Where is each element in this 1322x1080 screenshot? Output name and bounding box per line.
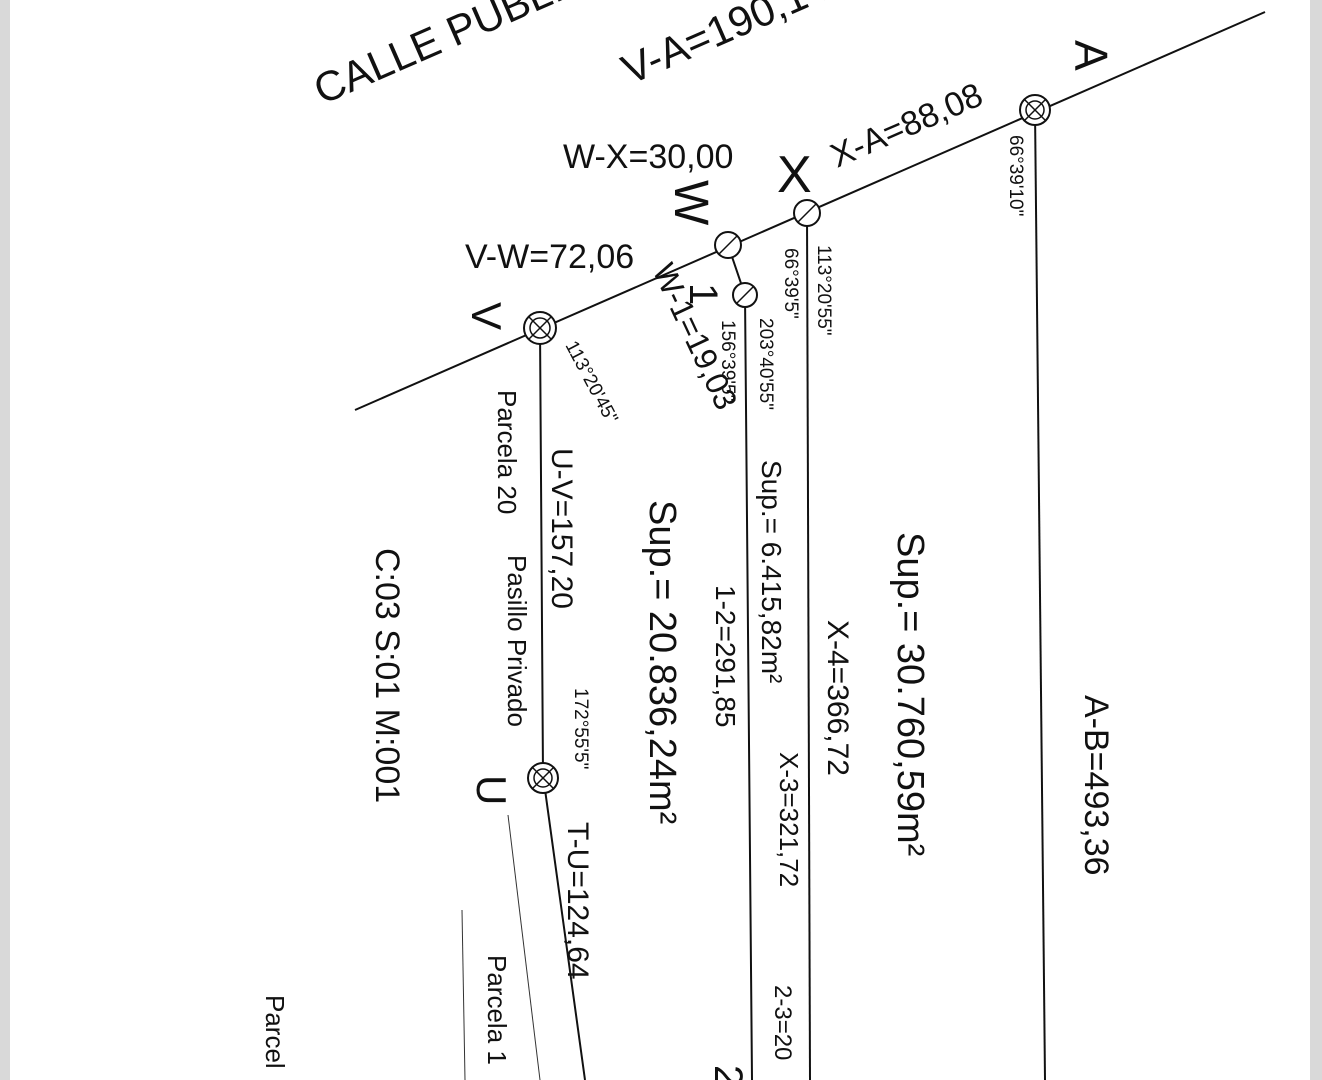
point-w-label: W bbox=[664, 180, 717, 226]
survey-plan: CALLE PUBLICA V-A=190,14 X-A=88,08 W-X=3… bbox=[260, 0, 1266, 1080]
point-2-label: 2 bbox=[706, 1065, 750, 1080]
distance-x-a: X-A=88,08 bbox=[825, 76, 988, 176]
street-name: CALLE PUBLICA bbox=[307, 0, 623, 113]
auxiliary-line bbox=[461, 909, 466, 1080]
parcel-edge-label: Parcel bbox=[260, 995, 290, 1069]
point-v-label: V bbox=[463, 302, 510, 330]
distance-u-v: U-V=157,20 bbox=[545, 448, 578, 609]
marker-u bbox=[527, 762, 559, 794]
boundary-x-4 bbox=[806, 212, 811, 1080]
distance-2-3: 2-3=20 bbox=[769, 985, 796, 1060]
area-middle: Sup.= 20.836,24m² bbox=[641, 500, 683, 824]
drawing-sheet: CALLE PUBLICA V-A=190,14 X-A=88,08 W-X=3… bbox=[10, 0, 1310, 1080]
distance-x-4: X-4=366,72 bbox=[821, 620, 854, 776]
point-x-label: X bbox=[777, 146, 812, 204]
area-main: Sup.= 30.760,59m² bbox=[889, 532, 931, 856]
cadastral-reference: C:03 S:01 M:001 bbox=[368, 548, 406, 803]
angle-1-b: 203°40'55" bbox=[755, 318, 776, 410]
angle-v: 113°20'45" bbox=[561, 337, 622, 427]
distance-v-a: V-A=190,14 bbox=[615, 0, 836, 93]
distance-a-b: A-B=493,36 bbox=[1077, 695, 1115, 876]
distance-1-2: 1-2=291,85 bbox=[710, 585, 741, 727]
point-u-label: U bbox=[468, 775, 515, 805]
marker-w bbox=[714, 231, 742, 259]
parcel-20-label: Parcela 20 bbox=[492, 390, 522, 514]
angle-a: 66°39'10" bbox=[1005, 135, 1026, 216]
distance-v-w: V-W=72,06 bbox=[465, 238, 634, 276]
marker-1 bbox=[732, 282, 758, 308]
marker-v bbox=[523, 311, 557, 345]
pasillo-privado-label: Pasillo Privado bbox=[502, 555, 532, 727]
angle-x-left: 66°39'5" bbox=[780, 248, 801, 319]
distance-t-u: T-U=124,64 bbox=[561, 822, 594, 980]
distance-w-x: W-X=30,00 bbox=[563, 138, 733, 176]
distance-x-3: X-3=321,72 bbox=[774, 752, 804, 887]
angle-1-a: 156°39'5" bbox=[717, 320, 738, 401]
marker-a bbox=[1019, 94, 1051, 126]
angle-u: 172°55'5" bbox=[570, 688, 591, 769]
auxiliary-line bbox=[507, 814, 541, 1080]
parcel-1-label: Parcela 1 bbox=[482, 955, 512, 1065]
point-1-label: 1 bbox=[681, 283, 725, 305]
marker-x bbox=[793, 199, 821, 227]
angle-x-right: 113°20'55" bbox=[813, 245, 834, 336]
area-strip: Sup.= 6.415,82m² bbox=[756, 460, 787, 683]
point-a-label: A bbox=[1065, 40, 1117, 71]
boundary-a-b bbox=[1034, 109, 1046, 1080]
